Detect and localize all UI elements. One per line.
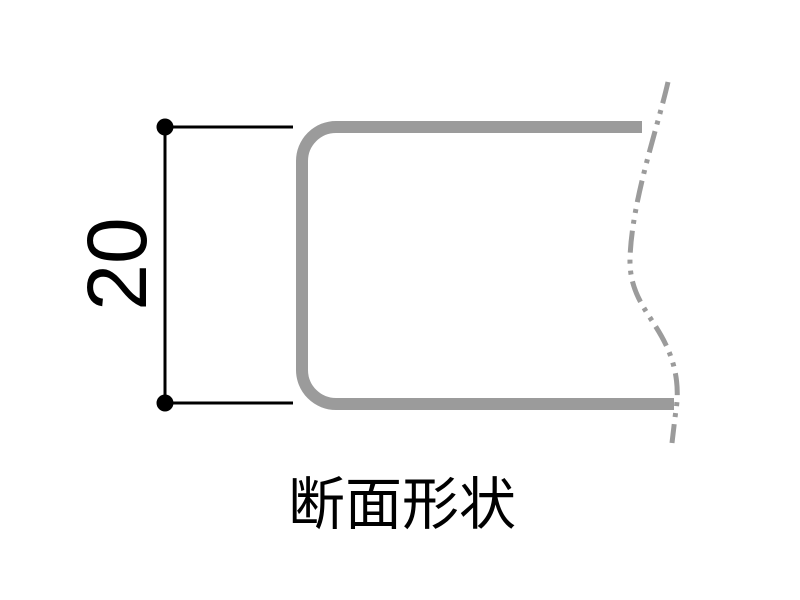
- profile-outline: [296, 121, 674, 410]
- caption-label: 断面形状: [288, 473, 516, 537]
- dimension-dot-top: [156, 118, 174, 136]
- dimension-value: 20: [70, 217, 164, 310]
- dimension-dot-bottom: [156, 394, 174, 412]
- break-line: [627, 81, 680, 444]
- height-dimension: 20: [70, 118, 293, 412]
